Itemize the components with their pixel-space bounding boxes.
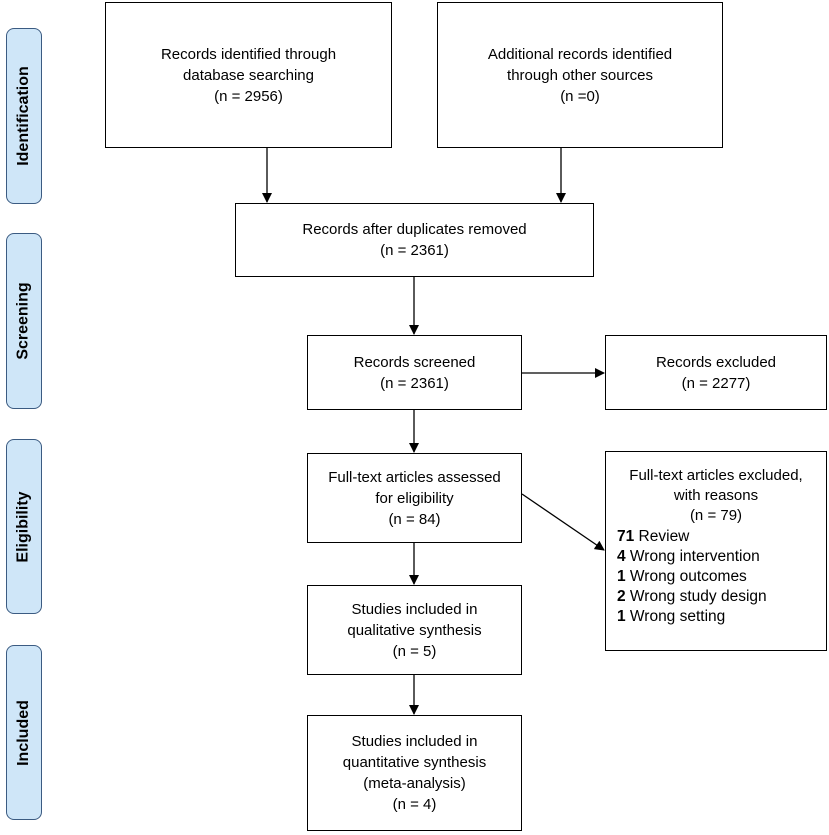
stage-label-screening: Screening xyxy=(6,233,42,409)
reason-text: Wrong setting xyxy=(625,608,726,625)
stage-label-eligibility: Eligibility xyxy=(6,439,42,614)
box-text: through other sources xyxy=(507,66,653,84)
box-count: (n =0) xyxy=(560,87,600,105)
box-count: (n = 4) xyxy=(392,796,437,813)
reason-count: 1 xyxy=(617,608,626,625)
reason-count: 71 xyxy=(617,528,635,545)
box-count: (n = 79) xyxy=(689,507,743,524)
stage-label-identification: Identification xyxy=(6,28,42,204)
box-text: Full-text articles assessed xyxy=(328,468,501,486)
reason-text: Review xyxy=(634,528,690,545)
exclusion-reasons-list: 71 Review 4 Wrong intervention 1 Wrong o… xyxy=(617,527,826,627)
reason-count: 4 xyxy=(617,548,626,565)
box-fulltext-assessed: Full-text articles assessed for eligibil… xyxy=(307,453,522,543)
exclusion-reason: 2 Wrong study design xyxy=(617,587,826,607)
box-text: qualitative synthesis xyxy=(347,621,482,639)
reason-count: 2 xyxy=(617,588,626,605)
box-additional-records: Additional records identified through ot… xyxy=(437,2,723,148)
box-quantitative-synthesis: Studies included in quantitative synthes… xyxy=(307,715,522,831)
reason-text: Wrong intervention xyxy=(625,548,760,565)
box-text: database searching xyxy=(183,66,314,84)
box-text: Records identified through xyxy=(160,45,337,63)
box-text: with reasons xyxy=(673,487,759,504)
box-text: Studies included in xyxy=(351,733,478,750)
box-records-identified-database: Records identified through database sear… xyxy=(105,2,392,148)
box-qualitative-synthesis: Studies included in qualitative synthesi… xyxy=(307,585,522,675)
box-text: (meta-analysis) xyxy=(363,775,466,792)
box-text: Records screened xyxy=(353,353,476,371)
exclusion-reason: 1 Wrong setting xyxy=(617,607,826,627)
box-text: Full-text articles excluded, xyxy=(629,467,803,484)
box-text: Studies included in xyxy=(351,600,478,618)
exclusion-reason: 71 Review xyxy=(617,527,826,547)
arrow-fulltext-to-excluded xyxy=(521,493,605,551)
box-count: (n = 2956) xyxy=(214,87,283,105)
box-fulltext-excluded: Full-text articles excluded, with reason… xyxy=(605,451,827,651)
exclusion-reason: 1 Wrong outcomes xyxy=(617,567,826,587)
box-text: Records excluded xyxy=(655,353,777,371)
box-text: Additional records identified xyxy=(487,45,673,63)
box-text: for eligibility xyxy=(375,489,454,507)
box-count: (n = 2361) xyxy=(380,242,449,259)
box-records-after-duplicates: Records after duplicates removed (n = 23… xyxy=(235,203,594,277)
reason-text: Wrong outcomes xyxy=(625,568,747,585)
reason-text: Wrong study design xyxy=(625,588,767,605)
box-text: quantitative synthesis xyxy=(342,754,487,771)
fulltext-excluded-heading: Full-text articles excluded, with reason… xyxy=(606,466,826,526)
box-records-excluded: Records excluded (n = 2277) xyxy=(605,335,827,410)
exclusion-reason: 4 Wrong intervention xyxy=(617,547,826,567)
box-count: (n = 2361) xyxy=(380,374,449,392)
reason-count: 1 xyxy=(617,568,626,585)
stage-label-included: Included xyxy=(6,645,42,820)
box-text: Records after duplicates removed xyxy=(302,221,527,238)
box-count: (n = 5) xyxy=(392,642,437,660)
box-count: (n = 2277) xyxy=(681,374,751,392)
box-records-screened: Records screened (n = 2361) xyxy=(307,335,522,410)
box-count: (n = 84) xyxy=(388,510,441,528)
